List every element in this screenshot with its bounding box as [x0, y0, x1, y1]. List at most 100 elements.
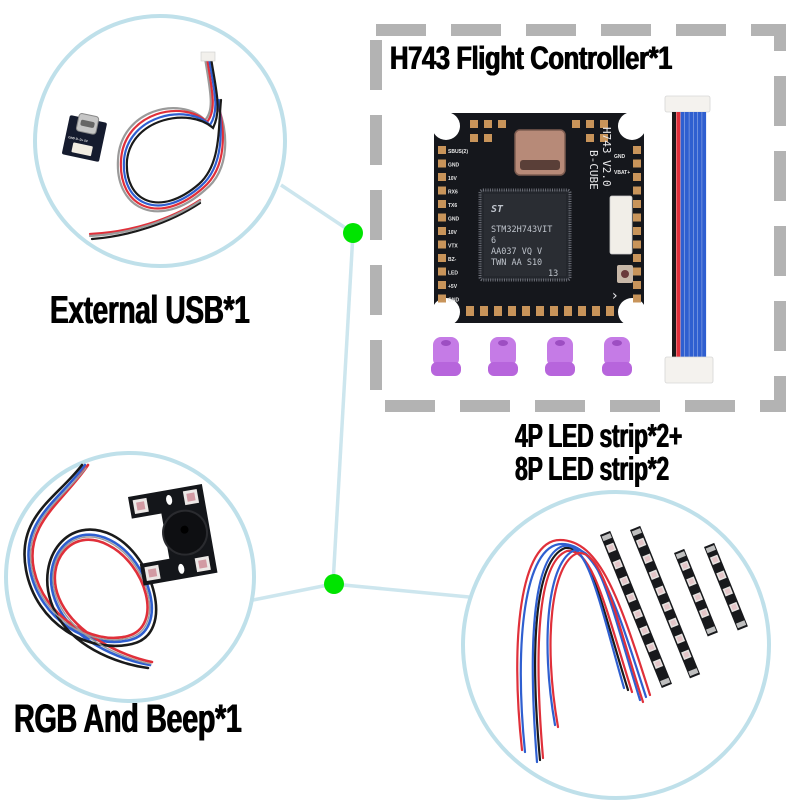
flight-controller-dashed-frame [370, 24, 786, 412]
pad [633, 159, 641, 168]
pin-label: 10V [448, 230, 458, 236]
pad [633, 146, 641, 154]
damper [602, 337, 632, 376]
fc-8p-cable [664, 95, 714, 384]
usb-jst-connector [200, 51, 216, 62]
connector-dot-top [343, 223, 363, 243]
arrow-icon: › [612, 288, 618, 304]
wire [689, 112, 694, 358]
circle-external-usb [33, 14, 287, 268]
usb-board: GND D- D+ 5V [62, 113, 107, 162]
pin-label: GND [448, 217, 460, 223]
pad [438, 173, 446, 181]
mount-hole-bl [432, 298, 460, 326]
pad [438, 200, 446, 208]
line-usb-to-hub [280, 183, 354, 235]
pad [438, 159, 446, 168]
led-strip-8p [600, 530, 673, 688]
damper [488, 337, 518, 376]
label-led-strip-line1: 4P LED strip*2+ [515, 417, 683, 454]
label-led-strip-line2: 8P LED strip*2 [515, 450, 669, 487]
pad [633, 267, 641, 276]
pad [633, 173, 641, 181]
pads-right [633, 146, 641, 303]
pad [470, 120, 478, 128]
label-external-usb: External USB*1 [50, 289, 250, 332]
svg-text:GND D- D+ 5V: GND D- D+ 5V [68, 135, 88, 143]
pad [600, 120, 608, 128]
pad [522, 306, 530, 316]
damper [545, 337, 575, 376]
pad [498, 120, 506, 128]
pin-label: LED [448, 271, 458, 277]
pin-label: SBUS(2) [448, 149, 468, 155]
line-hub-to-led [332, 582, 470, 599]
connector-lines [252, 183, 470, 602]
pad [438, 186, 446, 195]
pad [470, 134, 478, 142]
pin-label: BZ- [448, 257, 457, 263]
line-hub-vertical [331, 232, 355, 585]
pad [572, 120, 580, 128]
pad [550, 306, 558, 316]
led-strip-8p [630, 525, 701, 679]
pin-label: 10V [448, 176, 458, 182]
wire [672, 112, 676, 358]
pad [633, 213, 641, 222]
pin-label: +5V [448, 284, 458, 290]
pad [466, 306, 474, 316]
pin-label: GND [448, 298, 460, 304]
pad [578, 306, 586, 316]
pad [494, 306, 502, 316]
mount-hole-tr [618, 112, 646, 140]
wire [693, 112, 698, 358]
pad [633, 294, 641, 303]
pad [633, 254, 641, 262]
chip-marking: STM32H743VIT [491, 225, 552, 235]
pad [438, 146, 446, 154]
rgb-beep-cable [23, 463, 158, 670]
label-rgb-beep: RGB And Beep*1 [14, 697, 242, 741]
pad [438, 227, 446, 235]
pad [438, 213, 446, 222]
led-strip-cables [516, 538, 652, 764]
fc-side-connector [609, 195, 633, 255]
pad [484, 120, 492, 128]
pad [480, 306, 488, 316]
rgb-beep-board [128, 483, 218, 586]
pad [438, 294, 446, 303]
pad [633, 240, 641, 249]
pad [600, 134, 608, 142]
connector-dot-bottom [324, 574, 344, 594]
wire [697, 112, 702, 358]
pad [564, 306, 572, 316]
pad [508, 306, 516, 316]
pin-label: GND [614, 154, 626, 160]
mount-hole-tl [432, 112, 460, 140]
line-rgb-to-hub [252, 582, 334, 602]
pad [438, 281, 446, 289]
flight-controller-board: SBUS(2)GND10VRX6TX6GND10VVTXBZ-LED+5VGND… [432, 112, 646, 326]
led-strip-4p [674, 548, 718, 637]
pads-top [470, 120, 608, 142]
pin-label: RX6 [448, 190, 458, 196]
chip-marking: 13 [548, 269, 558, 279]
usb-cable [88, 56, 227, 241]
mount-hole-br [618, 298, 646, 326]
chip-marking: 6 [491, 236, 496, 246]
pad [633, 200, 641, 208]
pad [484, 134, 492, 142]
pad [536, 306, 544, 316]
wire [702, 112, 707, 358]
led-strip-4p [704, 542, 748, 631]
pads-left [438, 146, 446, 303]
label-flight-controller: H743 Flight Controller*1 [390, 40, 672, 76]
pads-bottom [466, 306, 614, 316]
pad [438, 254, 446, 262]
damper [431, 337, 461, 376]
pad [438, 240, 446, 249]
pad [586, 120, 594, 128]
